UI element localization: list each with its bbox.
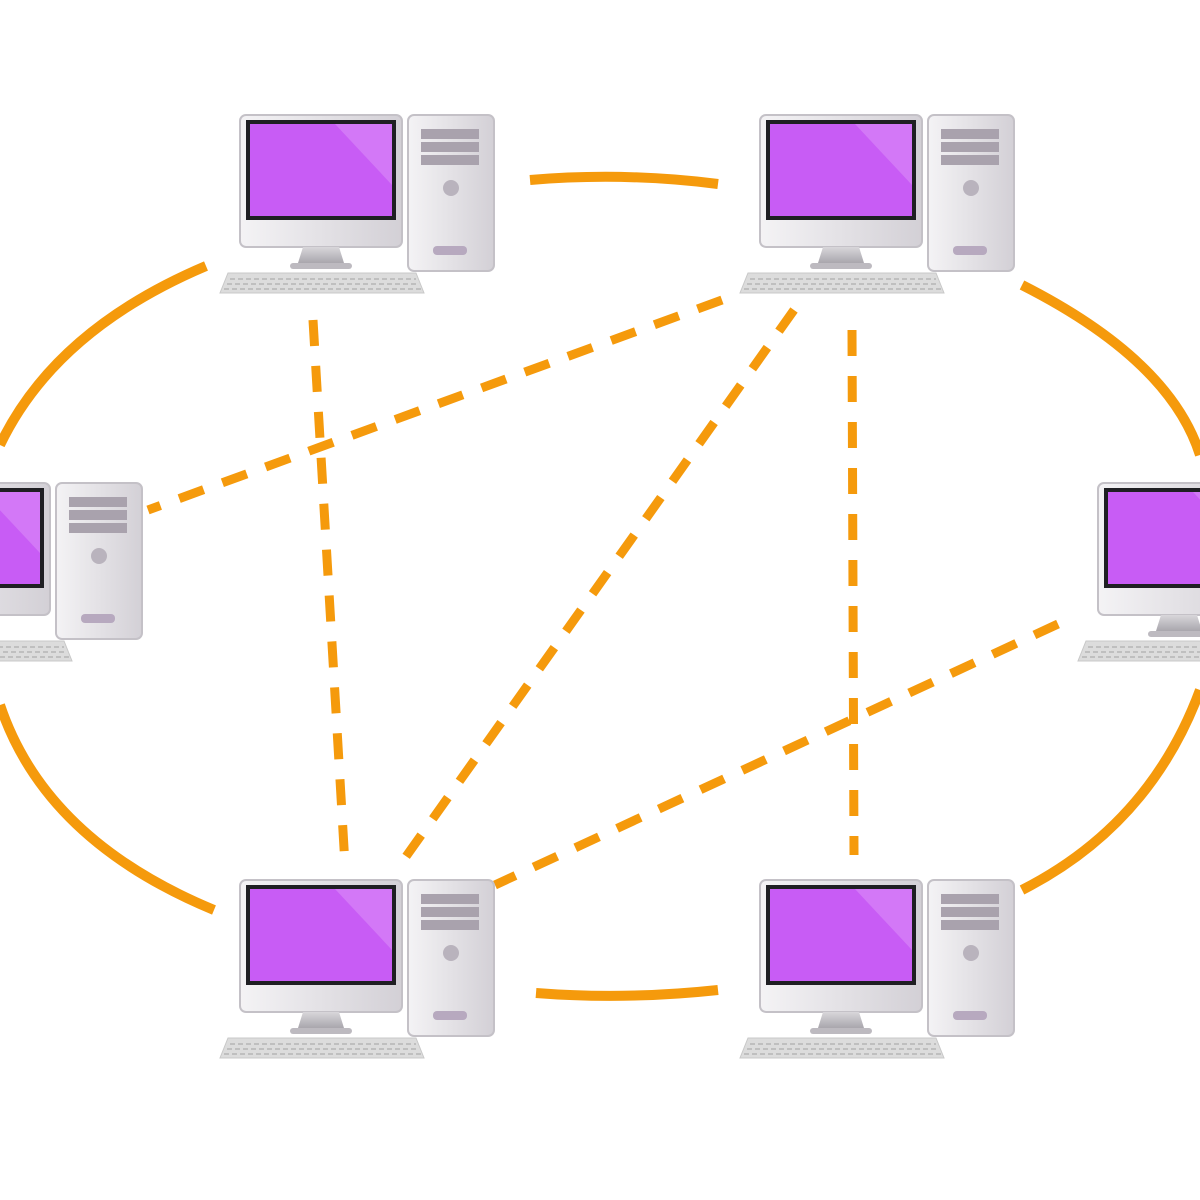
link-left-top-left — [0, 261, 208, 448]
computer-bottom-right — [739, 879, 1015, 1059]
desktop-computer-icon — [739, 879, 1015, 1059]
link-bottom-right-bottom-left — [535, 985, 719, 1001]
link-right-bottom-right — [1019, 688, 1200, 895]
desktop-computer-icon — [219, 114, 495, 294]
computer-left — [0, 482, 143, 662]
computer-right — [1077, 482, 1200, 662]
link-top-right-bottom-left — [396, 307, 798, 868]
desktop-computer-icon — [1077, 482, 1200, 662]
link-top-right-left — [146, 295, 724, 515]
link-top-left-top-right — [529, 171, 719, 189]
desktop-computer-icon — [219, 879, 495, 1059]
computer-top-left — [219, 114, 495, 294]
link-bottom-left-left — [0, 703, 216, 915]
link-top-left-bottom-left — [308, 319, 350, 866]
desktop-computer-icon — [0, 482, 143, 662]
link-top-right-bottom-right — [847, 329, 859, 856]
computer-bottom-left — [219, 879, 495, 1059]
desktop-computer-icon — [739, 114, 1015, 294]
link-right-bottom-left — [493, 619, 1060, 890]
link-top-right-right — [1019, 280, 1200, 457]
computer-top-right — [739, 114, 1015, 294]
